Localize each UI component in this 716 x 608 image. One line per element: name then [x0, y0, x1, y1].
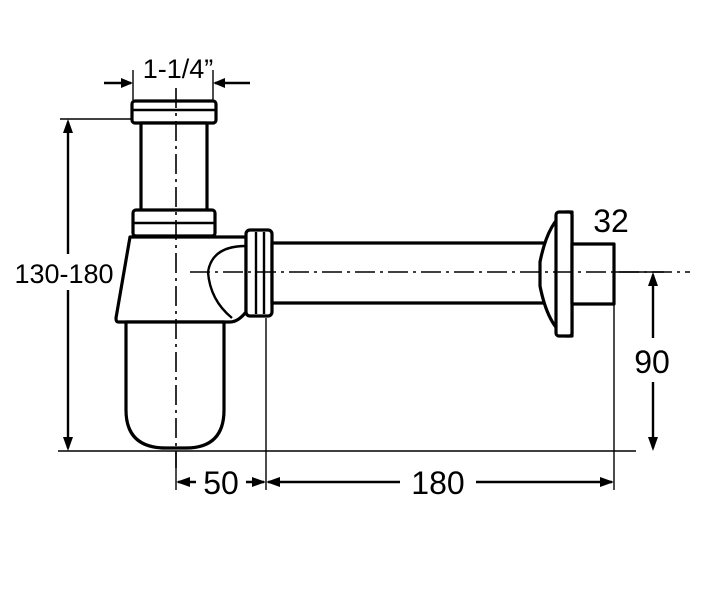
dimension-height [63, 119, 73, 451]
outlet-length-label: 180 [411, 465, 464, 501]
trap-offset-label: 50 [203, 465, 239, 501]
riser-pipe [139, 121, 209, 215]
height-range-label: 130-180 [14, 259, 113, 289]
trap-bottle-cup [124, 320, 226, 450]
wall-spigot [570, 242, 616, 306]
dimension-outlet-length [266, 477, 614, 487]
outlet-diameter-label: 32 [593, 203, 629, 239]
thread-size-label: 1-1/4” [143, 54, 214, 84]
outlet-height-label: 90 [634, 344, 670, 380]
outlet-nut [244, 228, 274, 318]
inlet-nut [130, 99, 218, 125]
outlet-assembly [270, 210, 616, 338]
rosette-rim [554, 210, 574, 338]
outlet-pipe [270, 241, 552, 305]
dimension-outlet-height [648, 272, 658, 451]
bottle-trap [114, 99, 274, 450]
dimension-thread-size [104, 78, 250, 88]
dimension-trap-offset [176, 477, 266, 487]
